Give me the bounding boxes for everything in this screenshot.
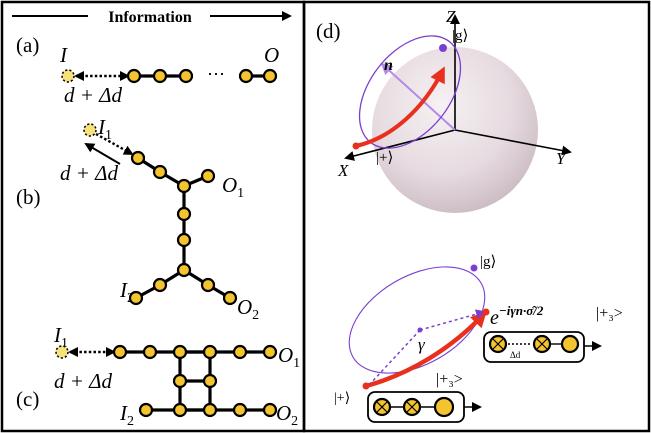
panel-a: (a) I O ⋯ d + Δd — [16, 33, 279, 107]
panel-b-input1-node — [83, 123, 97, 137]
lower-g-state-point — [470, 264, 478, 272]
x-axis-label: X — [337, 161, 349, 180]
panel-a-node — [178, 68, 194, 84]
ket-g-label: |g⟩ — [452, 28, 468, 44]
information-title: Information — [108, 9, 192, 26]
state-box-top: Δd — [483, 331, 602, 363]
panel-a-label: (a) — [16, 33, 39, 57]
panel-a-node — [238, 68, 254, 84]
panel-c-node — [172, 344, 188, 360]
n-vector-label: n — [384, 57, 393, 74]
panel-b: (b) I1 O1 I2 O2 d + Δd — [16, 115, 259, 323]
panel-b-output2-node — [222, 290, 238, 306]
y-axis — [454, 129, 572, 156]
panel-a-node — [126, 68, 142, 84]
lower-ket-g-label: |g⟩ — [480, 254, 496, 270]
panel-b-label: (b) — [16, 185, 41, 209]
panel-a-node — [152, 68, 168, 84]
panel-c: (c) I1 O1 I2 O2 d + Δd — [16, 323, 300, 429]
x-axis — [344, 129, 456, 161]
ket-plus3-top: |+₃> — [596, 305, 623, 322]
lower-center-point — [417, 327, 423, 333]
panel-d: (d) Z X Y n |g⟩ |+⟩ |g⟩ |+⟩ γ e− — [316, 7, 623, 423]
gamma-label: γ — [418, 335, 426, 354]
lower-orbit — [348, 266, 486, 374]
panel-b-input1-label: I1 — [97, 115, 112, 143]
panel-c-label: (c) — [16, 387, 39, 411]
panel-c-output1-node — [262, 344, 278, 360]
panel-c-node — [232, 344, 248, 360]
plus-state-point — [352, 142, 360, 150]
panel-b-output1-node — [200, 168, 216, 184]
lower-target-point — [482, 308, 490, 316]
panel-b-node — [200, 277, 216, 293]
panel-a-input-node — [61, 69, 75, 83]
panel-b-node — [176, 232, 192, 248]
panel-c-output2-label: O2 — [276, 401, 298, 429]
z-axis-label: Z — [446, 7, 456, 26]
box-top-node — [560, 334, 580, 354]
information-header: Information — [12, 9, 292, 26]
g-state-point — [439, 44, 447, 52]
panel-b-node — [176, 206, 192, 222]
panel-c-node — [112, 344, 128, 360]
y-axis-label: Y — [556, 149, 567, 168]
panel-a-output-node — [262, 68, 278, 84]
panel-c-output1-label: O1 — [278, 343, 300, 371]
panel-b-distance-label: d + Δd — [60, 161, 118, 185]
panel-a-output-label: O — [264, 43, 279, 67]
panel-d-label: (d) — [316, 19, 341, 43]
lower-rotation-arc — [365, 311, 487, 389]
panel-b-node — [176, 262, 192, 278]
box-top-delta-d: Δd — [510, 350, 521, 360]
left-panel-frame — [0, 0, 306, 433]
panel-b-output1-label: O1 — [222, 173, 244, 201]
panel-c-output2-node — [262, 402, 278, 418]
lower-ket-plus-label: |+⟩ — [334, 391, 350, 406]
lower-plus-state-point — [362, 382, 370, 390]
lower-dashed-to-target — [419, 309, 486, 331]
operator-label: e−iγn·σ̂/2 — [490, 303, 544, 329]
n-vector — [380, 62, 456, 131]
panel-b-distance-arrow — [84, 142, 121, 165]
panel-b-node — [152, 164, 168, 180]
panel-b-input2-node — [128, 290, 144, 306]
panel-c-distance-label: d + Δd — [54, 369, 112, 393]
panel-a-ellipsis: ⋯ — [207, 64, 225, 84]
panel-b-output2-label: O2 — [237, 295, 259, 323]
rotation-arc — [355, 66, 445, 148]
panel-b-node — [130, 150, 146, 166]
panel-a-distance-label: d + Δd — [64, 83, 122, 107]
panel-c-node — [232, 402, 248, 418]
panel-c-input1-node — [55, 345, 69, 359]
panel-c-node — [202, 402, 218, 418]
panel-b-distance-arrow-dotted — [95, 132, 134, 156]
box-bottom-node — [433, 396, 455, 418]
state-box-bottom — [367, 391, 482, 423]
panel-c-node — [202, 373, 218, 389]
ket-plus-label: |+⟩ — [376, 150, 393, 166]
panel-c-input1-label: I1 — [53, 323, 68, 351]
panel-b-node — [152, 277, 168, 293]
panel-c-node — [172, 373, 188, 389]
panel-b-node — [176, 178, 192, 194]
panel-c-input2-label: I2 — [119, 401, 134, 429]
right-panel-frame — [302, 0, 651, 433]
ket-plus3-bottom: |+₃> — [436, 371, 463, 388]
panel-c-node — [142, 344, 158, 360]
lower-dashed-to-start — [369, 329, 421, 385]
panel-a-input-label: I — [59, 43, 68, 67]
panel-c-input2-node — [138, 402, 154, 418]
panel-c-node — [172, 402, 188, 418]
panel-c-node — [202, 344, 218, 360]
